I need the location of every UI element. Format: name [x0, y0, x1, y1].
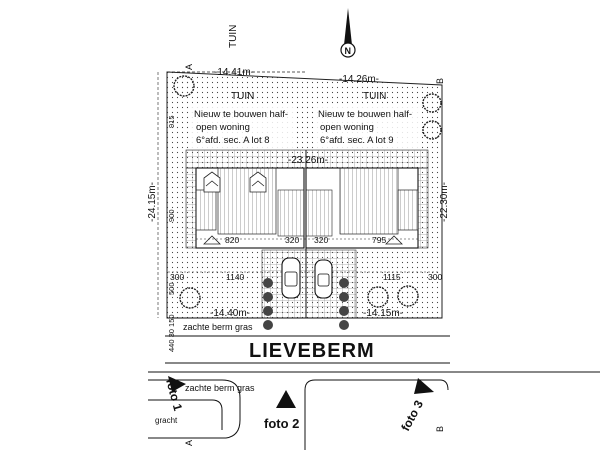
dim-top-left: -14.41m-: [214, 67, 254, 78]
house-left: [195, 167, 305, 249]
side-500: 500: [167, 282, 176, 295]
road-layout: [148, 379, 449, 450]
berm-top-label: zachte berm gras: [183, 322, 253, 332]
section-a-top: A: [184, 64, 194, 70]
photo-arrow-icon: [168, 376, 434, 408]
section-a-bottom: A: [184, 440, 194, 446]
foto3-label: foto 3: [398, 398, 426, 434]
width-320a: 320: [285, 235, 299, 245]
dim-bottom-left: -14.40m-: [210, 308, 250, 319]
dim-right-depth: -22.30m-: [439, 182, 450, 222]
house-left-line2: open woning: [196, 122, 250, 133]
street-name: LIEVEBERM: [249, 340, 375, 362]
gracht-label: gracht: [155, 416, 178, 425]
width-795: 795: [372, 235, 386, 245]
house-right-line2: open woning: [320, 122, 374, 133]
car-icon: [281, 257, 333, 299]
house-left-line1: Nieuw te bouwen half-: [194, 109, 288, 120]
house-right-line1: Nieuw te bouwen half-: [318, 109, 412, 120]
side-left-stack: 440 30 150: [167, 314, 176, 352]
width-320b: 320: [314, 235, 328, 245]
side-900: 900: [167, 209, 176, 222]
section-b-bottom: B: [435, 426, 445, 432]
house-left-line3: 6°afd. sec. A lot 8: [196, 135, 270, 146]
house-right-line3: 6°afd. sec. A lot 9: [320, 135, 394, 146]
dim-center-depth: -23.26m-: [288, 155, 328, 166]
setback-300a: 300: [170, 272, 184, 282]
width-1140: 1140: [226, 272, 245, 282]
dim-top-right: -14.26m-: [339, 74, 379, 85]
house-right: [305, 167, 419, 249]
dim-bottom-right: -14.15m-: [363, 308, 403, 319]
tuin-left-label: TUIN: [231, 91, 254, 102]
tree-icon: [173, 75, 442, 309]
setback-300b: 300: [428, 272, 442, 282]
tuin-right-label: TUIN: [363, 91, 386, 102]
section-b-top: B: [435, 78, 445, 84]
foto2-label: foto 2: [264, 416, 299, 431]
width-820: 820: [225, 235, 239, 245]
north-arrow-icon: N: [340, 8, 356, 58]
width-1115: 1115: [383, 272, 401, 282]
shrub-icon: [263, 278, 349, 330]
north-label: N: [345, 46, 352, 56]
side-915: 915: [167, 115, 176, 128]
tuin-top-label: TUIN: [228, 25, 239, 48]
berm-bottom-label: zachte berm gras: [185, 383, 255, 393]
dim-left-depth: -24.15m-: [147, 182, 158, 222]
